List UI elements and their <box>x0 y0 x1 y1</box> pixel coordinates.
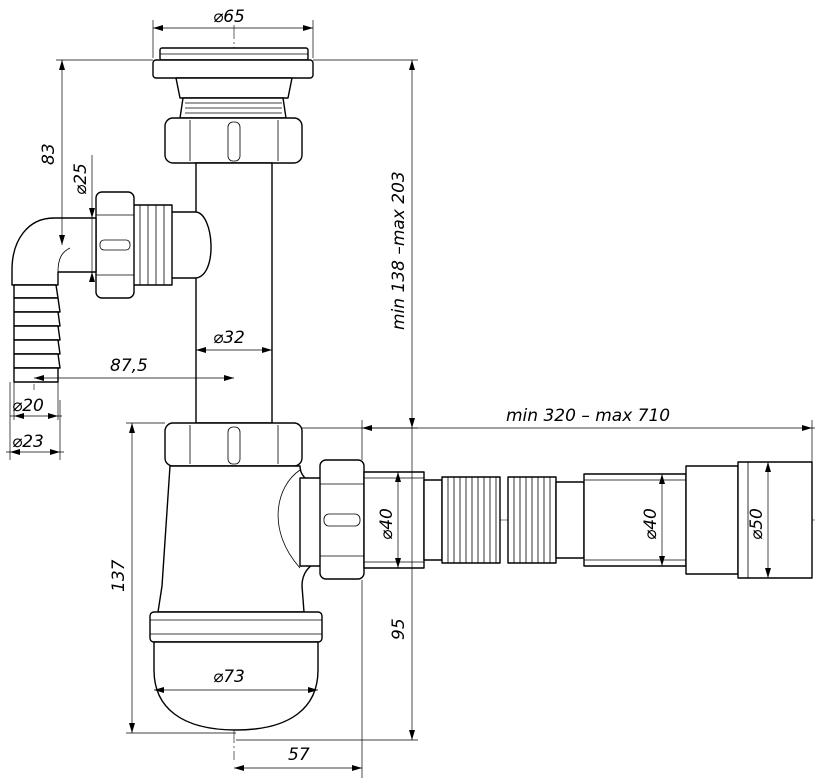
dim-95-label: 95 <box>389 618 409 640</box>
dim-87-5-label: 87,5 <box>110 356 148 376</box>
dimension-labels: ⌀65 83 ⌀25 min 138 –max 203 ⌀32 87,5 ⌀20… <box>12 7 767 765</box>
upper-union-nut <box>164 117 303 164</box>
corrugation-ribs-2 <box>513 477 551 563</box>
dim-d50-label: ⌀50 <box>747 508 767 540</box>
dim-d20-label: ⌀20 <box>12 396 44 416</box>
side-inlet <box>11 191 212 383</box>
dim-d73-label: ⌀73 <box>213 667 245 687</box>
dim-d23-label: ⌀23 <box>12 432 44 452</box>
dimension-lines <box>6 20 815 778</box>
corrugation-ribs-1 <box>447 477 497 563</box>
dim-d40-left-label: ⌀40 <box>377 508 397 540</box>
vertical-tube <box>195 162 273 424</box>
corrugated-hose <box>363 461 813 579</box>
dim-length-range-label: min 320 – max 710 <box>506 406 670 426</box>
dim-d40-right-label: ⌀40 <box>641 508 661 540</box>
dim-d32-label: ⌀32 <box>213 328 245 348</box>
bottom-cup <box>149 611 323 731</box>
dim-height-range-label: min 138 –max 203 <box>389 171 409 330</box>
dim-d65-label: ⌀65 <box>213 7 245 27</box>
dim-137-label: 137 <box>109 559 129 592</box>
center-axes <box>33 25 815 760</box>
drain-flange <box>152 47 314 119</box>
lower-union-nut <box>164 422 303 467</box>
outlet-nut <box>319 459 365 580</box>
dim-83-label: 83 <box>39 143 59 165</box>
siphon-body <box>157 465 325 613</box>
dim-d25-label: ⌀25 <box>71 163 91 195</box>
dim-57-label: 57 <box>288 745 310 765</box>
